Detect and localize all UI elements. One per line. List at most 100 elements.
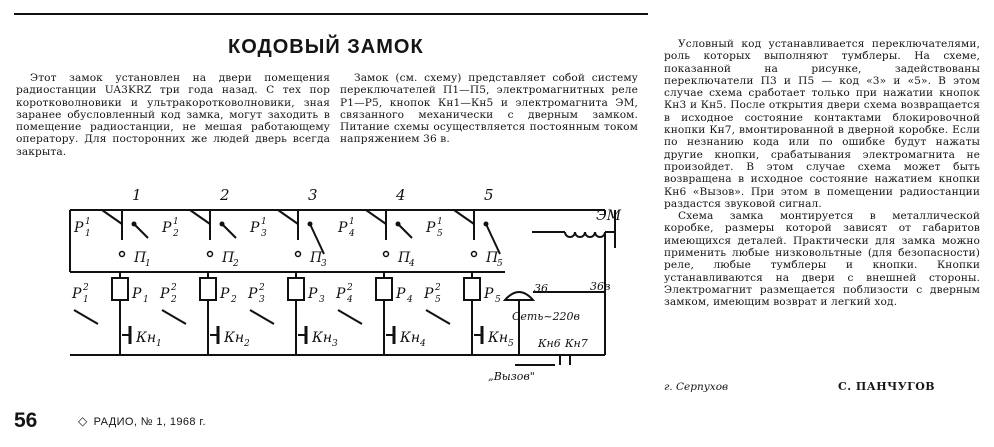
button-label-2: Кн xyxy=(223,330,244,346)
stage-number-1: 1 xyxy=(132,186,142,204)
contact-lower-label-1: P xyxy=(71,286,82,302)
contact-lower-sub-4: 4 xyxy=(346,295,353,305)
page-number: 56 xyxy=(14,409,38,432)
contact-upper-sub-2: 2 xyxy=(172,229,179,239)
stage-number-4: 4 xyxy=(395,186,406,204)
button-sub-1: 1 xyxy=(156,339,162,349)
contact-lower-sup-1: 2 xyxy=(82,283,89,293)
contact-upper-sub-1: 1 xyxy=(85,229,91,239)
button-label-3: Кн xyxy=(311,330,332,346)
contact-lower-label-5: P xyxy=(423,286,434,302)
switch-terminal-5 xyxy=(470,250,478,258)
switch-terminal-4 xyxy=(382,250,390,258)
contact-blade-2 xyxy=(189,209,211,225)
contact-upper-sub-5: 5 xyxy=(437,229,443,239)
switch-lever-2 xyxy=(221,223,237,239)
contact-blade-4 xyxy=(365,209,387,225)
switch-lever-4 xyxy=(397,223,413,239)
relay-label-3: P xyxy=(307,286,318,302)
switch-label-3: П xyxy=(309,250,323,266)
switch-pivot-3 xyxy=(307,221,313,227)
relay-label-1: P xyxy=(131,286,142,302)
journal-name: РАДИО, № 1, 1968 г. xyxy=(93,416,206,428)
contact-upper-sup-2: 1 xyxy=(173,217,179,227)
contact-upper-sup-4: 1 xyxy=(349,217,355,227)
switch-pivot-4 xyxy=(395,221,401,227)
contact-lower-blade-5 xyxy=(425,309,451,325)
relay-label-5: P xyxy=(483,286,494,302)
contact-upper-sub-4: 4 xyxy=(348,229,355,239)
contact-lower-blade-4 xyxy=(337,309,363,325)
switch-terminal-2 xyxy=(206,250,214,258)
intro-paragraph: Этот замок установлен на двери помещения… xyxy=(16,72,330,158)
mains-label: Сеть~220в xyxy=(512,310,580,323)
diamond-icon: ◇ xyxy=(78,414,88,428)
switch-sub-3: 3 xyxy=(321,259,327,269)
article-title: КОДОВЫЙ ЗАМОК xyxy=(228,36,424,58)
em-label: ЭМ xyxy=(596,208,622,224)
contact-upper-label-2: P xyxy=(161,220,172,236)
contact-lower-sup-5: 2 xyxy=(434,283,441,293)
stage-number-3: 3 xyxy=(308,186,318,204)
schematic-labels: ЭМ 36 36в Сеть~220в „Вызов" Кн6 Кн7 xyxy=(488,208,622,383)
stage-number-5: 5 xyxy=(484,186,494,204)
contact-upper-sup-3: 1 xyxy=(261,217,267,227)
description-paragraph: Замок (см. схему) представляет собой сис… xyxy=(340,72,638,146)
contact-lower-sup-2: 2 xyxy=(170,283,177,293)
switch-sub-5: 5 xyxy=(497,259,503,269)
switch-label-2: П xyxy=(221,250,235,266)
contact-upper-label-3: P xyxy=(249,220,260,236)
button-sub-5: 5 xyxy=(508,339,514,349)
schematic-wiring xyxy=(69,209,616,366)
contact-blade-1 xyxy=(101,209,123,225)
switch-sub-2: 2 xyxy=(232,259,239,269)
contact-upper-sup-5: 1 xyxy=(437,217,443,227)
switch-terminal-3 xyxy=(294,250,302,258)
contact-lower-sub-5: 5 xyxy=(435,295,441,305)
relay-coil-1 xyxy=(111,277,129,301)
contact-lower-blade-3 xyxy=(249,309,275,325)
relay-sub-5: 5 xyxy=(495,295,501,305)
relay-coil-4 xyxy=(375,277,393,301)
button-sub-4: 4 xyxy=(419,339,426,349)
journal-info: ◇ РАДИО, № 1, 1968 г. xyxy=(78,414,206,428)
relay-coil-5 xyxy=(463,277,481,301)
button-label-4: Кн xyxy=(399,330,420,346)
contact-lower-label-2: P xyxy=(159,286,170,302)
switch-lever-3 xyxy=(309,223,325,255)
contact-lower-sub-3: 3 xyxy=(259,295,265,305)
contact-lower-label-4: P xyxy=(335,286,346,302)
contact-upper-label-1: P xyxy=(73,220,84,236)
switch-lever-5 xyxy=(485,223,501,255)
relay-label-4: P xyxy=(395,286,406,302)
body-paragraph-1: Условный код устанавливается переключате… xyxy=(664,38,980,210)
switch-label-4: П xyxy=(397,250,411,266)
top-rule xyxy=(14,13,648,15)
switch-pivot-1 xyxy=(131,221,137,227)
contact-blade-3 xyxy=(277,209,299,225)
button-label-1: Кн xyxy=(135,330,156,346)
body-column: Условный код устанавливается переключате… xyxy=(664,38,980,309)
author-name: С. ПАНЧУГОВ xyxy=(838,380,936,393)
contact-lower-sub-1: 1 xyxy=(83,295,89,305)
contact-upper-sub-3: 3 xyxy=(261,229,267,239)
contact-lower-blade-2 xyxy=(161,309,187,325)
contact-lower-sub-2: 2 xyxy=(170,295,177,305)
contact-upper-label-5: P xyxy=(425,220,436,236)
body-paragraph-2: Схема замка монтируется в металлической … xyxy=(664,210,980,309)
switch-sub-1: 1 xyxy=(145,259,151,269)
relay-coil-2 xyxy=(199,277,217,301)
switch-terminal-1 xyxy=(118,250,126,258)
switch-label-1: П xyxy=(133,250,147,266)
relay-sub-4: 4 xyxy=(406,295,413,305)
switch-pivot-5 xyxy=(483,221,489,227)
button-sub-2: 2 xyxy=(243,339,250,349)
author-location: г. Серпухов xyxy=(664,381,729,393)
contact-lower-label-3: P xyxy=(247,286,258,302)
contact-upper-sup-1: 1 xyxy=(85,217,91,227)
contact-upper-label-4: P xyxy=(337,220,348,236)
relay-label-2: P xyxy=(219,286,230,302)
relay-coil-3 xyxy=(287,277,305,301)
switch-label-5: П xyxy=(485,250,499,266)
stage-number-2: 2 xyxy=(219,186,230,204)
